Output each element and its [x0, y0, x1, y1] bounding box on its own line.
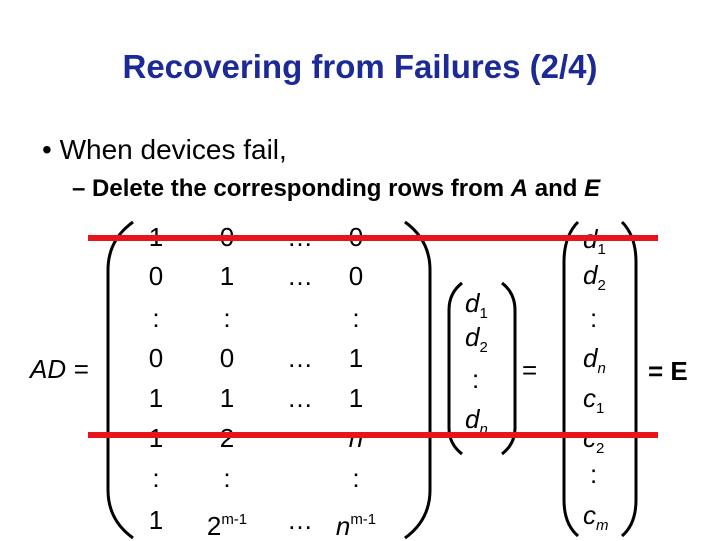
matrix-a-cell-value: 0	[148, 343, 164, 373]
matrix-a-cell-value: 1	[219, 261, 235, 291]
matrix-a-cell-value: 0	[148, 261, 164, 291]
vector-e-subscript: 2	[596, 440, 605, 457]
matrix-a-cell-value: :	[152, 303, 160, 333]
matrix-a-cell: 1	[126, 505, 186, 535]
matrix-a-cell: :	[326, 303, 386, 333]
matrix-a-cell-value: …	[287, 343, 313, 373]
matrix-a-cell: 0	[326, 261, 386, 291]
vector-d-entry: :	[472, 364, 479, 394]
and-text: and	[528, 175, 585, 202]
vector-e-subscript: 2	[597, 277, 606, 294]
matrix-a-cell: :	[326, 463, 386, 493]
matrix-a-exponent: m-1	[221, 511, 248, 528]
bullet-item: • When devices fail,	[42, 134, 287, 166]
matrix-a-cell: …	[270, 383, 330, 413]
matrix-a-cell: 0	[126, 261, 186, 291]
vector-e-left-bracket	[562, 220, 580, 538]
equals-e-label: = E	[648, 356, 688, 386]
matrix-a-cell: …	[270, 343, 330, 373]
vector-e-base: :	[590, 303, 598, 333]
matrix-e-symbol: E	[584, 175, 601, 202]
vector-e-entry: cm	[583, 500, 609, 541]
matrix-a-cell-value: …	[287, 383, 313, 413]
vector-e-base: c	[583, 383, 596, 413]
matrix-a-cell: 2m-1	[197, 505, 257, 541]
vector-d-entry: dn	[465, 404, 488, 445]
matrix-a-cell: 1	[126, 383, 186, 413]
matrix-a-cell-value: :	[352, 463, 360, 493]
vector-e-right-bracket	[620, 220, 638, 538]
vector-e-entry: dn	[583, 343, 606, 384]
vector-d-base: d	[465, 322, 480, 352]
matrix-a-cell-value: …	[287, 261, 313, 291]
matrix-a-cell-value: 1	[219, 383, 235, 413]
matrix-a-cell: 1	[326, 383, 386, 413]
matrix-a-cell: nm-1	[326, 505, 386, 541]
vector-d-base: d	[465, 404, 480, 434]
sub-bullet-text: Delete the corresponding rows from	[92, 175, 511, 202]
vector-d-entry: d1	[465, 288, 488, 329]
bullet-text: When devices fail,	[59, 134, 287, 165]
vector-d-base: d	[465, 288, 480, 318]
vector-d-subscript: n	[479, 421, 488, 438]
vector-e-base: d	[583, 260, 598, 290]
sub-bullet-marker: –	[72, 175, 86, 202]
vector-e-subscript: 1	[597, 241, 606, 258]
ad-label: AD =	[30, 354, 89, 384]
sub-bullet-item: – Delete the corresponding rows from A a…	[72, 175, 600, 203]
equals-sign: =	[522, 355, 538, 385]
matrix-a-cell: 1	[197, 261, 257, 291]
vector-e-subscript: 1	[596, 400, 605, 417]
matrix-a-cell: 1	[197, 383, 257, 413]
matrix-a-cell: :	[126, 303, 186, 333]
vector-d-subscript: 1	[479, 305, 488, 322]
matrix-a-cell: …	[270, 261, 330, 291]
matrix-a-symbol: A	[510, 175, 529, 202]
matrix-a-right-bracket	[404, 220, 432, 540]
vector-e-base: d	[583, 343, 598, 373]
matrix-a-exponent: m-1	[350, 511, 377, 528]
vector-e-entry: :	[590, 303, 597, 333]
matrix-a-cell-value: 2	[206, 511, 222, 541]
matrix-a-cell: 0	[126, 343, 186, 373]
vector-d-subscript: 2	[479, 339, 488, 356]
matrix-a-cell-value: 1	[348, 343, 364, 373]
matrix-a-cell-value: 1	[148, 505, 164, 535]
matrix-a-cell: 1	[326, 343, 386, 373]
vector-e-entry: d2	[583, 260, 606, 301]
vector-e-base: c	[583, 500, 596, 530]
matrix-a-cell-value: :	[152, 463, 160, 493]
vector-e-entry: :	[590, 459, 597, 489]
bullet-marker: •	[42, 134, 52, 165]
matrix-a-cell: :	[197, 303, 257, 333]
matrix-a-cell-value: 1	[148, 383, 164, 413]
matrix-a-cell: :	[126, 463, 186, 493]
matrix-a-cell-value: 0	[219, 343, 235, 373]
matrix-a-cell-value: n	[335, 511, 351, 541]
matrix-a-left-bracket	[106, 220, 134, 540]
matrix-a-cell-value: 1	[348, 383, 364, 413]
matrix-a-cell-value: 0	[348, 261, 364, 291]
matrix-a-cell: …	[270, 505, 330, 535]
matrix-a-cell-value: :	[223, 303, 231, 333]
vector-d-base: :	[472, 364, 480, 394]
matrix-a-cell: :	[197, 463, 257, 493]
vector-e-base: :	[590, 459, 598, 489]
vector-d-right-bracket	[501, 281, 517, 456]
vector-e-subscript: n	[597, 360, 606, 377]
matrix-a-cell: 0	[197, 343, 257, 373]
matrix-a-cell-value: :	[352, 303, 360, 333]
matrix-a-cell-value: :	[223, 463, 231, 493]
vector-e-entry: c1	[583, 383, 604, 424]
slide-title: Recovering from Failures (2/4)	[122, 48, 598, 85]
vector-e-subscript: m	[596, 517, 609, 534]
vector-d-entry: d2	[465, 322, 488, 363]
matrix-a-cell-value: …	[287, 505, 313, 535]
vector-d-left-bracket	[447, 281, 463, 456]
